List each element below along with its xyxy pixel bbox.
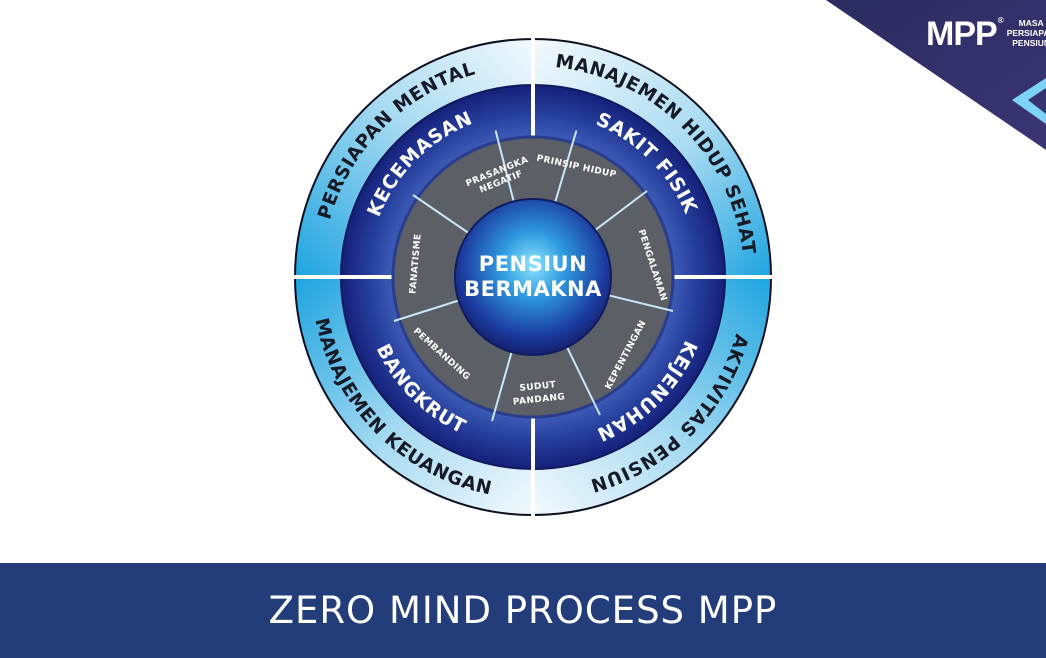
title-banner: ZERO MIND PROCESS MPP: [0, 563, 1046, 658]
logo-line-2: PERSIAPAN: [1006, 28, 1046, 39]
logo-line-1: MASA: [1018, 18, 1044, 29]
center-line-1: PENSIUN: [479, 252, 587, 276]
chevron-icon: [1012, 78, 1046, 124]
logo-subtitle: MASA PERSIAPAN PENSIUN: [1007, 19, 1046, 48]
center-line-2: BERMAKNA: [464, 277, 602, 301]
banner-title: ZERO MIND PROCESS MPP: [268, 589, 778, 632]
logo-line-3: PENSIUN: [1012, 37, 1046, 48]
logo-mark: MPP ®: [926, 15, 1004, 53]
inner-label-sudut: SUDUT: [519, 380, 557, 394]
registered-mark: ®: [997, 16, 1004, 25]
logo-text: MPP: [926, 15, 998, 53]
mpp-logo: MPP ® MASA PERSIAPAN PENSIUN: [926, 12, 1046, 56]
center-circle: [455, 199, 611, 355]
zero-mind-wheel: PENSIUN BERMAKNA PERSIAPAN MENTAL MANAJE…: [290, 34, 776, 520]
